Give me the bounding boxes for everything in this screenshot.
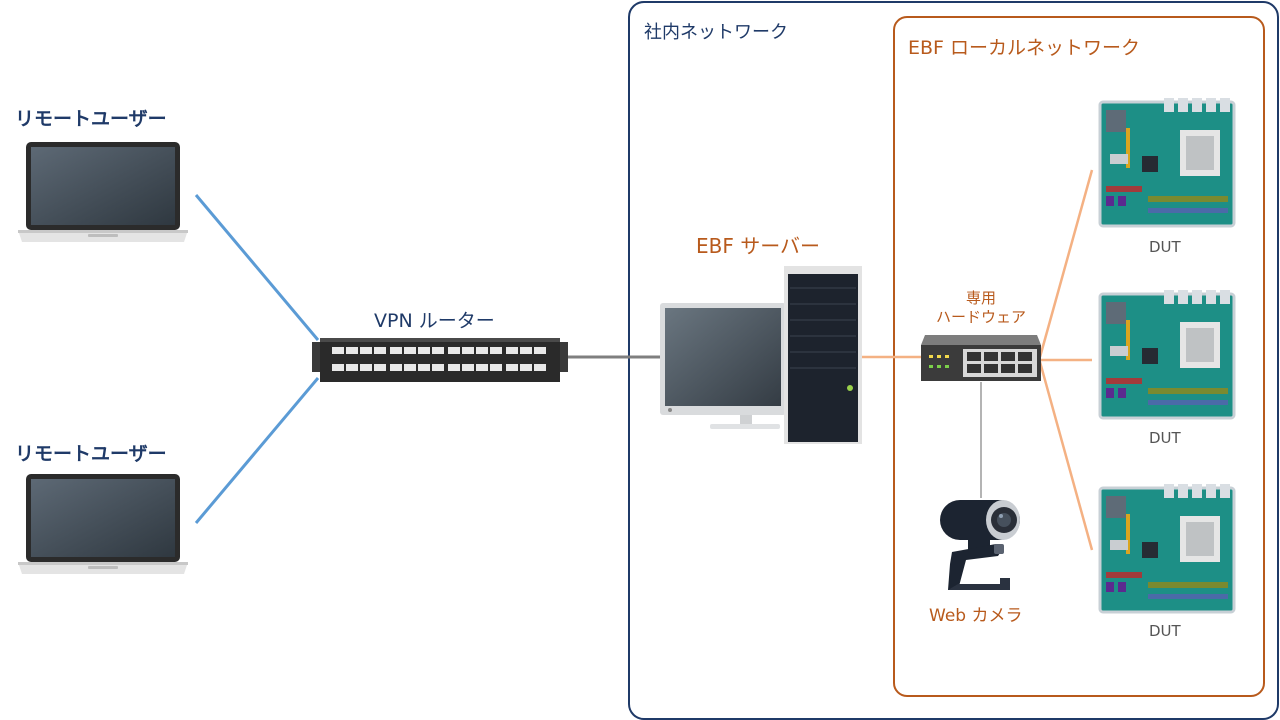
- link-hardware-dut1: [1038, 169, 1094, 358]
- remote-user-label-1: リモートユーザー: [15, 108, 167, 130]
- dedicated-hardware-label-line1: 専用: [965, 289, 996, 307]
- corporate-network-label: 社内ネットワーク: [644, 22, 788, 43]
- webcam-label: Web カメラ: [929, 606, 1023, 626]
- webcam-icon: [940, 500, 1020, 590]
- server-tower-icon: [784, 266, 862, 444]
- hardware-switch-icon: [921, 335, 1041, 381]
- dut-label-1: DUT: [1149, 238, 1181, 256]
- motherboard-icon: [1098, 98, 1236, 228]
- dut-label-2: DUT: [1149, 429, 1181, 447]
- laptop-icon: [18, 142, 188, 242]
- motherboard-icon: [1098, 484, 1236, 614]
- ebf-server-label: EBF サーバー: [696, 234, 821, 258]
- dut-label-3: DUT: [1149, 622, 1181, 640]
- motherboard-icon: [1098, 290, 1236, 420]
- link-user1-router: [194, 194, 320, 341]
- ebf-local-network-label: EBF ローカルネットワーク: [908, 37, 1141, 59]
- remote-user-label-2: リモートユーザー: [15, 443, 167, 465]
- vpn-router-label: VPN ルーター: [374, 310, 495, 332]
- corporate-network-box: [628, 1, 1279, 720]
- link-hardware-dut3: [1038, 361, 1094, 551]
- vpn-router-icon: [312, 338, 568, 382]
- monitor-icon: [660, 303, 786, 429]
- dedicated-hardware-label: 専用 ハードウェア: [926, 289, 1036, 327]
- laptop-icon: [18, 474, 188, 574]
- dedicated-hardware-label-line2: ハードウェア: [935, 308, 1026, 326]
- link-user2-router: [194, 377, 320, 524]
